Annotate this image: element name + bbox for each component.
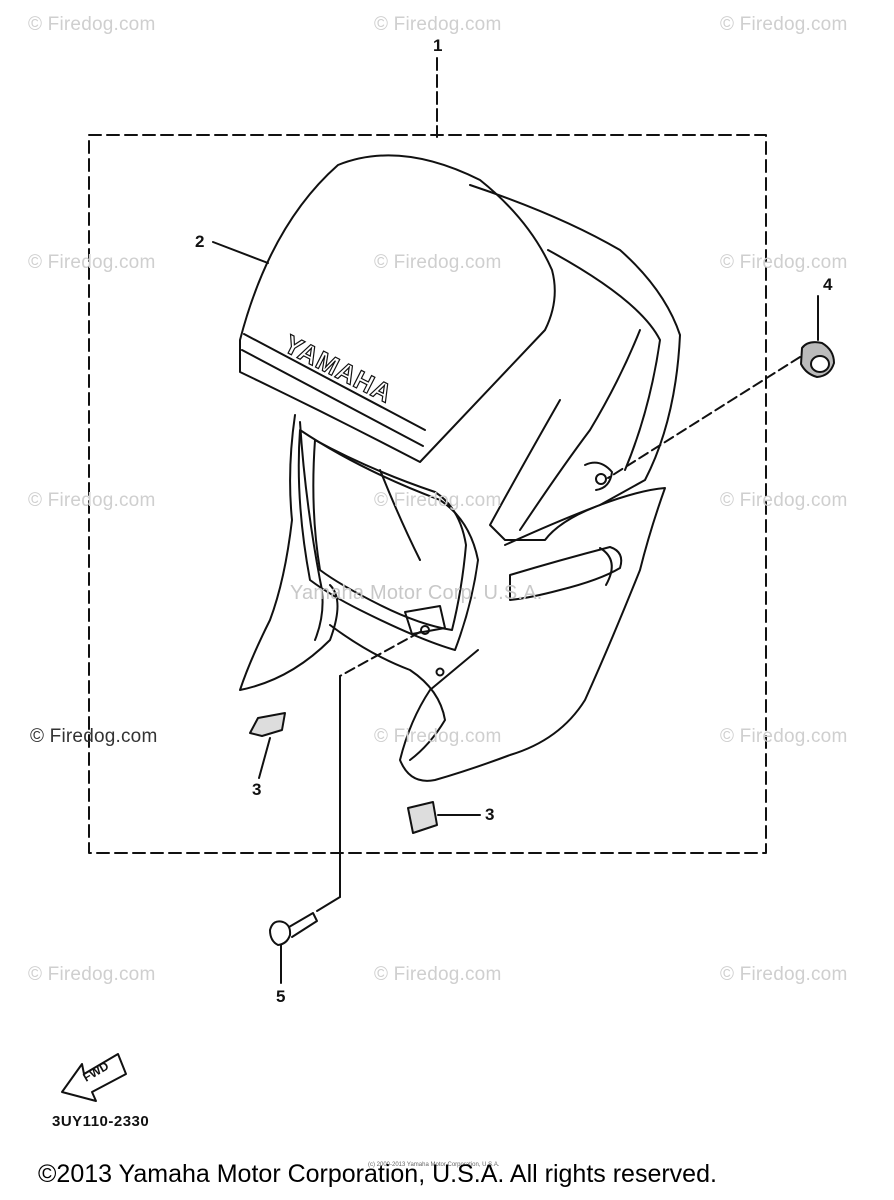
damper-face bbox=[810, 355, 830, 373]
fairing-left-wing bbox=[239, 414, 339, 691]
watermark: © Firedog.com bbox=[28, 490, 156, 511]
fairing-logo-text: YAMAHA bbox=[279, 329, 398, 409]
fairing-inner-contour bbox=[547, 249, 661, 471]
callout-3-left: 3 bbox=[252, 780, 262, 799]
mount-hole-right bbox=[595, 473, 607, 485]
copyright-notice: ©2013 Yamaha Motor Corporation, U.S.A. A… bbox=[38, 1160, 717, 1188]
fwd-arrow-label: FWD bbox=[81, 1059, 112, 1085]
part-code: 3UY110-2330 bbox=[52, 1113, 150, 1130]
fairing-left-wing-inner bbox=[299, 421, 324, 641]
windscreen-outline bbox=[239, 154, 556, 463]
watermark: © Firedog.com bbox=[720, 726, 848, 747]
watermark: © Firedog.com bbox=[720, 964, 848, 985]
mount-hole-left bbox=[420, 625, 430, 635]
callout-3-right: 3 bbox=[485, 805, 495, 824]
mount-hole-lower bbox=[435, 667, 445, 677]
watermark: © Firedog.com bbox=[30, 726, 158, 747]
watermark: © Firedog.com bbox=[374, 726, 502, 747]
fairing-opening bbox=[297, 429, 479, 651]
fairing-rib bbox=[379, 469, 421, 561]
fairing-vent bbox=[509, 546, 623, 601]
callout-2: 2 bbox=[195, 232, 205, 251]
watermark: © Firedog.com bbox=[28, 964, 156, 985]
clip-part-right bbox=[407, 801, 438, 834]
mount-bracket bbox=[404, 605, 446, 635]
watermark: © Firedog.com bbox=[374, 964, 502, 985]
windscreen-stripe-top bbox=[243, 333, 426, 431]
clip-part-left bbox=[249, 712, 286, 737]
leader-5-horizontal bbox=[316, 896, 341, 912]
callout-4: 4 bbox=[823, 275, 833, 294]
leader-3-left bbox=[258, 737, 271, 779]
callout-1: 1 bbox=[433, 36, 443, 55]
watermark: © Firedog.com bbox=[720, 490, 848, 511]
watermark: © Firedog.com bbox=[374, 252, 502, 273]
watermark-yamaha: Yamaha Motor Corp. U.S.A. bbox=[290, 582, 543, 604]
fwd-arrow-icon bbox=[61, 1053, 127, 1102]
fairing-upper-shell bbox=[469, 184, 681, 541]
watermark: © Firedog.com bbox=[28, 252, 156, 273]
watermark: © Firedog.com bbox=[720, 252, 848, 273]
callout-5: 5 bbox=[276, 987, 286, 1006]
windscreen-stripe-bottom bbox=[241, 349, 424, 447]
watermark: © Firedog.com bbox=[374, 14, 502, 35]
watermark: © Firedog.com bbox=[720, 14, 848, 35]
dash-leader-5 bbox=[339, 631, 421, 677]
screw-part bbox=[269, 912, 318, 946]
fairing-opening-inner bbox=[312, 439, 467, 631]
fairing-edge-line bbox=[519, 329, 641, 531]
mount-boss-right bbox=[584, 461, 613, 491]
footer-fine-print: (c) 2000-2013 Yamaha Motor Corporation, … bbox=[368, 1162, 500, 1168]
dash-leader-4 bbox=[607, 356, 801, 479]
fairing-vent-rim bbox=[599, 547, 613, 586]
watermark: © Firedog.com bbox=[28, 14, 156, 35]
watermark: © Firedog.com bbox=[374, 490, 502, 511]
assembly-boundary-box bbox=[88, 134, 767, 854]
fairing-lower-left-flange bbox=[329, 624, 446, 761]
leader-2 bbox=[212, 241, 269, 264]
fairing-lower-right-panel bbox=[399, 487, 666, 782]
